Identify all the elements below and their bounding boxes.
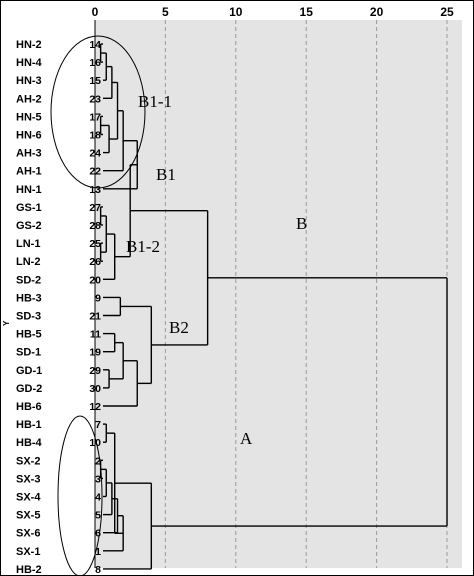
leaf-case-number: 1 <box>95 546 101 558</box>
leaf-case-number: 26 <box>89 256 101 268</box>
label-b: B <box>296 214 307 233</box>
leaf-name: SX-6 <box>16 528 40 540</box>
leaf-name: SX-5 <box>16 510 40 522</box>
x-tick-label: 5 <box>162 5 169 19</box>
leaf-name: SD-3 <box>16 311 41 323</box>
y-axis-label: Y <box>2 320 11 326</box>
leaf-case-number: 22 <box>89 166 101 178</box>
x-tick-label: 25 <box>440 5 454 19</box>
leaf-name: HB-1 <box>16 419 42 431</box>
leaf-name: HB-5 <box>16 329 42 341</box>
leaf-case-number: 25 <box>89 238 101 250</box>
leaf-case-number: 18 <box>89 130 101 142</box>
leaf-name: HN-3 <box>16 75 42 87</box>
leaf-case-number: 12 <box>89 401 101 413</box>
leaf-name: HB-6 <box>16 401 42 413</box>
leaf-name: GS-1 <box>16 202 42 214</box>
cluster-sx-ellipse <box>57 415 103 576</box>
leaf-case-number: 11 <box>90 329 101 341</box>
leaf-name: HN-5 <box>16 111 42 123</box>
leaf-case-number: 10 <box>89 437 101 449</box>
leaf-name: LN-1 <box>16 238 40 250</box>
leaf-case-number: 14 <box>89 39 101 51</box>
leaf-name: AH-3 <box>16 148 42 160</box>
leaf-name: SX-3 <box>16 473 40 485</box>
label-b1: B1 <box>156 165 176 184</box>
leaf-case-number: 30 <box>89 383 101 395</box>
cluster-tree <box>99 43 448 570</box>
leaf-name: HN-1 <box>16 184 42 196</box>
leaf-name: AH-2 <box>16 93 42 105</box>
label-a: A <box>240 429 253 448</box>
x-axis-ticks: 0 5 10 15 20 25 <box>92 5 454 19</box>
leaf-name: HN-4 <box>16 57 43 69</box>
leaf-case-number: 16 <box>89 57 101 69</box>
leaf-name: HB-4 <box>16 437 43 449</box>
leaf-case-number: 4 <box>95 492 101 504</box>
leaf-name: HN-6 <box>16 130 42 142</box>
leaf-case-number: 2 <box>95 455 101 467</box>
leaf-case-number: 24 <box>89 148 101 160</box>
leaf-name: SX-2 <box>16 455 40 467</box>
leaf-name: SD-1 <box>16 347 41 359</box>
leaf-case-number: 8 <box>95 564 101 576</box>
label-b2: B2 <box>169 318 189 337</box>
cluster-b1-1-ellipse <box>50 35 146 189</box>
leaf-case-number: 21 <box>89 311 101 323</box>
leaf-name: GD-2 <box>16 383 42 395</box>
leaf-case-number: 19 <box>89 347 101 359</box>
leaf-name: HB-2 <box>16 564 42 576</box>
leaf-name: HN-2 <box>16 39 42 51</box>
leaf-name: HB-3 <box>16 292 42 304</box>
leaf-case-number: 15 <box>89 75 101 87</box>
leaf-case-number: 6 <box>95 528 101 540</box>
leaf-case-number: 13 <box>89 184 101 196</box>
leaf-case-number: 5 <box>95 510 101 522</box>
x-tick-label: 20 <box>370 5 384 19</box>
leaf-case-number: 7 <box>95 419 101 431</box>
leaf-name: SX-1 <box>16 546 40 558</box>
x-tick-label: 15 <box>300 5 314 19</box>
x-tick-label: 0 <box>92 5 99 19</box>
leaf-name: GD-1 <box>16 365 42 377</box>
leaf-case-number: 28 <box>89 220 101 232</box>
leaf-case-number: 23 <box>89 93 101 105</box>
leaf-case-number: 17 <box>89 111 101 123</box>
leaf-name: GS-2 <box>16 220 42 232</box>
leaf-case-number: 29 <box>89 365 101 377</box>
leaf-case-number: 9 <box>95 292 101 304</box>
label-b1-1: B1-1 <box>138 92 172 111</box>
leaf-case-number: 20 <box>89 274 101 286</box>
plot-area <box>95 20 462 568</box>
leaf-name: SD-2 <box>16 274 41 286</box>
leaf-name: SX-4 <box>16 492 41 504</box>
leaf-case-number: 27 <box>89 202 101 214</box>
label-b1-2: B1-2 <box>126 237 160 256</box>
leaf-name: AH-1 <box>16 166 42 178</box>
leaf-name: LN-2 <box>16 256 40 268</box>
x-tick-label: 10 <box>229 5 243 19</box>
leaf-case-number: 3 <box>95 473 101 485</box>
